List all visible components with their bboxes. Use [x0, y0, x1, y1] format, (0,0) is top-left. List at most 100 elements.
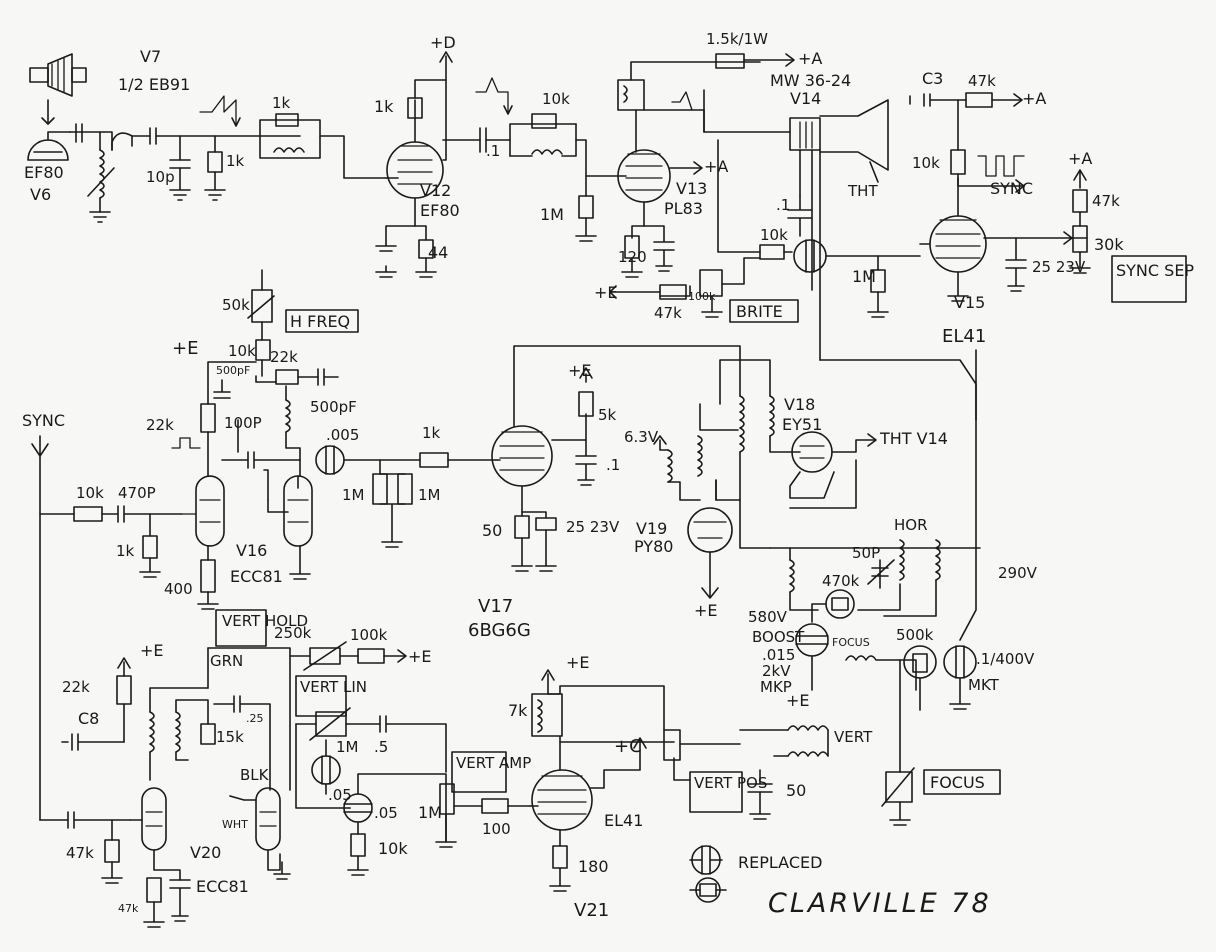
label-v16-type: ECC81 — [230, 567, 283, 586]
label-r-1k-det: 1k — [226, 152, 245, 170]
text-vert-hold-1: VERT HOLD — [222, 612, 308, 630]
label-v6-type: EF80 — [24, 163, 64, 182]
text-sync-sep: SYNC SEP — [1116, 261, 1194, 280]
label-v18-type: EY51 — [782, 415, 822, 434]
label-r-120: 120 — [618, 248, 647, 266]
tube-v20 — [141, 787, 167, 851]
label-v13-type: PL83 — [664, 199, 703, 218]
label-v16: V16 — [236, 541, 267, 560]
label-r-47k-v20: 47k — [66, 844, 94, 862]
speaker-icon — [29, 53, 87, 97]
tube-v15 — [929, 215, 987, 273]
label-plus-a-v13: +A — [704, 157, 728, 176]
label-c-25: 25 23V — [1032, 258, 1086, 276]
label-r-1m-v15: 1M — [852, 267, 876, 286]
label-v19: V19 — [636, 519, 667, 538]
label-mkt: MKT — [968, 676, 1000, 694]
text-vert-pos: VERT POS — [694, 774, 767, 792]
label-r-7k: 7k — [508, 701, 528, 720]
label-plus-e-brite: +E — [594, 283, 618, 302]
label-r-180: 180 — [578, 857, 609, 876]
label-v7: V7 — [140, 47, 161, 66]
label-c-01-crt: .1 — [776, 196, 790, 214]
label-c-05-b: .05 — [374, 804, 398, 822]
schematic-title: CLARVILLE 78 — [768, 888, 992, 919]
label-v17-type: 6BG6G — [468, 620, 531, 641]
label-r-10k-sync: 10k — [76, 484, 104, 502]
label-c-470p: 470P — [118, 484, 156, 502]
label-v14: V14 — [790, 89, 821, 108]
label-c-005: .005 — [326, 426, 359, 444]
label-r-10k-v21: 10k — [378, 839, 408, 858]
label-plus-a-v15: +A — [1022, 89, 1046, 108]
label-plus-c: +C — [614, 736, 642, 757]
label-r-47k-brite: 47k — [654, 304, 682, 322]
coil — [99, 149, 105, 199]
label-plus-a-top: +A — [798, 49, 822, 68]
label-vert: VERT — [834, 728, 873, 746]
label-r-500k: 500k — [896, 626, 934, 644]
label-v-63: 6.3V — [624, 428, 659, 446]
label-r-47k-v20-b: 47k — [118, 902, 139, 915]
label-plus-a-sync: +A — [1068, 149, 1092, 168]
label-r-30k: 30k — [1094, 235, 1124, 254]
label-tht-crt: THT — [847, 182, 878, 200]
label-v20: V20 — [190, 843, 221, 862]
label-r-154: 1.5k/1W — [706, 30, 768, 48]
label-r-5k: 5k — [598, 406, 617, 424]
label-r-1k-coil: 1k — [272, 94, 291, 112]
label-r-100k: 100k — [350, 626, 388, 644]
label-v17: V17 — [478, 596, 513, 617]
label-r-250k: 250k — [274, 624, 312, 642]
label-r-1m-a: 1M — [342, 486, 365, 504]
label-r-1m-pot: 1M — [418, 803, 442, 822]
label-r-22k-hfreq: 22k — [270, 348, 298, 366]
box-vert-pos — [689, 771, 743, 813]
label-v21: V21 — [574, 900, 609, 921]
label-plus-e-v19: +E — [694, 601, 718, 620]
label-plus-e-v20: +E — [140, 641, 164, 660]
box-vert-lin — [295, 675, 347, 717]
box-vert-amp — [451, 751, 507, 793]
box-brite — [729, 299, 799, 323]
label-r-1m-b: 1M — [418, 486, 441, 504]
label-r-44: 44 — [428, 243, 448, 262]
tube-v16 — [195, 475, 225, 547]
label-c-01-v17: .1 — [606, 456, 620, 474]
label-c-25-v17: 25 23V — [566, 518, 620, 536]
label-v15-type: EL41 — [942, 326, 986, 347]
label-c-100p: 100P — [224, 414, 262, 432]
label-plus-d: +D — [430, 33, 456, 52]
label-c-500pf-small: 500pF — [216, 364, 250, 377]
label-v18: V18 — [784, 395, 815, 414]
label-plus-e-v17: +E — [568, 361, 592, 380]
label-r-100: 100 — [482, 820, 511, 838]
label-v-580: 580V — [748, 608, 788, 626]
label-hor: HOR — [894, 516, 928, 534]
text-focus: FOCUS — [930, 773, 985, 792]
label-v7-type: 1/2 EB91 — [118, 75, 190, 94]
label-r-15k: 15k — [216, 728, 244, 746]
text-vert-lin: VERT LIN — [300, 678, 367, 696]
tube-v21 — [531, 769, 593, 831]
label-focus-small: FOCUS — [832, 636, 870, 649]
label-plus-e-v16: +E — [172, 338, 198, 359]
label-r-1k-v12: 1k — [374, 97, 394, 116]
label-r-1k-v16: 1k — [116, 542, 135, 560]
label-r-400: 400 — [164, 580, 193, 598]
label-r-22k-v16: 22k — [146, 416, 174, 434]
label-c-50p: 50P — [852, 544, 880, 562]
label-boost: BOOST — [752, 628, 805, 646]
box-focus — [923, 769, 1001, 795]
label-r-1m-v13: 1M — [540, 205, 564, 224]
label-r-10k-brite: 10k — [760, 226, 788, 244]
label-v12: V12 — [420, 181, 451, 200]
label-v14-type: MW 36-24 — [770, 71, 851, 90]
label-r-10k-v15: 10k — [912, 154, 940, 172]
text-h-freq: H FREQ — [290, 312, 350, 331]
box-sync-sep — [1111, 255, 1187, 303]
label-v21-type: EL41 — [604, 811, 643, 830]
label-c-05: .05 — [328, 786, 352, 804]
